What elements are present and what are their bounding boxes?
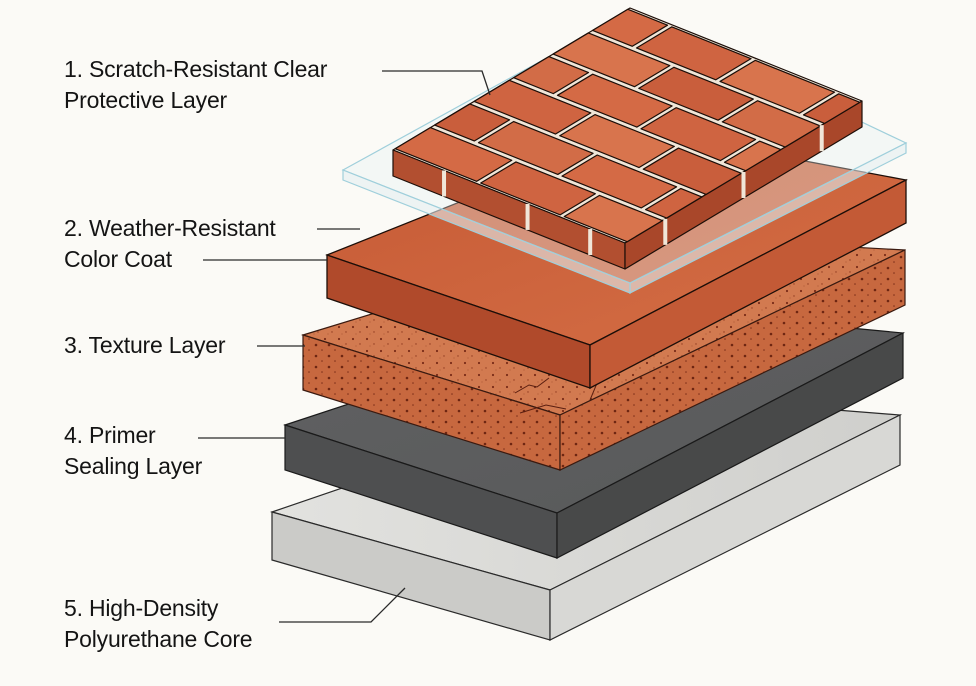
label-layer-2-line2: Color Coat [64,246,172,272]
brick-side-joints [442,125,824,256]
brick [477,120,594,176]
brick [719,59,836,114]
label-layer-3-line1: 3. Texture Layer [64,332,226,358]
label-layer-5: 5. High-Density Polyurethane Core [64,593,253,655]
brick [592,8,669,47]
leader-lines [198,70,491,623]
label-layer-4-line2: Sealing Layer [64,453,203,479]
brick [561,154,678,209]
label-layer-1-line1: 1. Scratch-Resistant Clear [64,56,328,82]
label-layer-1: 1. Scratch-Resistant Clear Protective La… [64,54,327,116]
primer-front-right [556,332,904,559]
brick [635,26,752,81]
brick [563,194,663,243]
label-layer-4: 4. Primer Sealing Layer [64,420,202,482]
label-layer-1-line2: Protective Layer [64,87,227,113]
color-coat-front-right [589,178,907,390]
label-layer-5-line2: Polyurethane Core [64,626,253,652]
brick-veneer [392,7,863,270]
label-layer-3: 3. Texture Layer [64,330,226,361]
label-layer-2: 2. Weather-Resistant Color Coat [64,213,276,275]
glass-front-right [629,142,907,294]
brick [723,140,782,172]
brick [642,147,742,195]
brick [644,187,703,219]
label-layer-5-line1: 5. High-Density [64,595,219,621]
brick [480,161,596,216]
brick [434,103,511,142]
texture-front-right [559,249,906,471]
brick [802,93,861,124]
brick [556,73,673,128]
brick [559,113,675,169]
brick [640,107,757,162]
brick [513,56,590,95]
leader-line-1 [382,70,491,96]
leader-line-5 [279,587,406,623]
brick [552,32,671,88]
label-layer-2-line1: 2. Weather-Resistant [64,215,276,241]
brick [394,127,513,182]
core-front-right [549,414,901,641]
brick [638,66,754,121]
brick [473,79,592,135]
label-layer-4-line1: 4. Primer [64,422,156,448]
